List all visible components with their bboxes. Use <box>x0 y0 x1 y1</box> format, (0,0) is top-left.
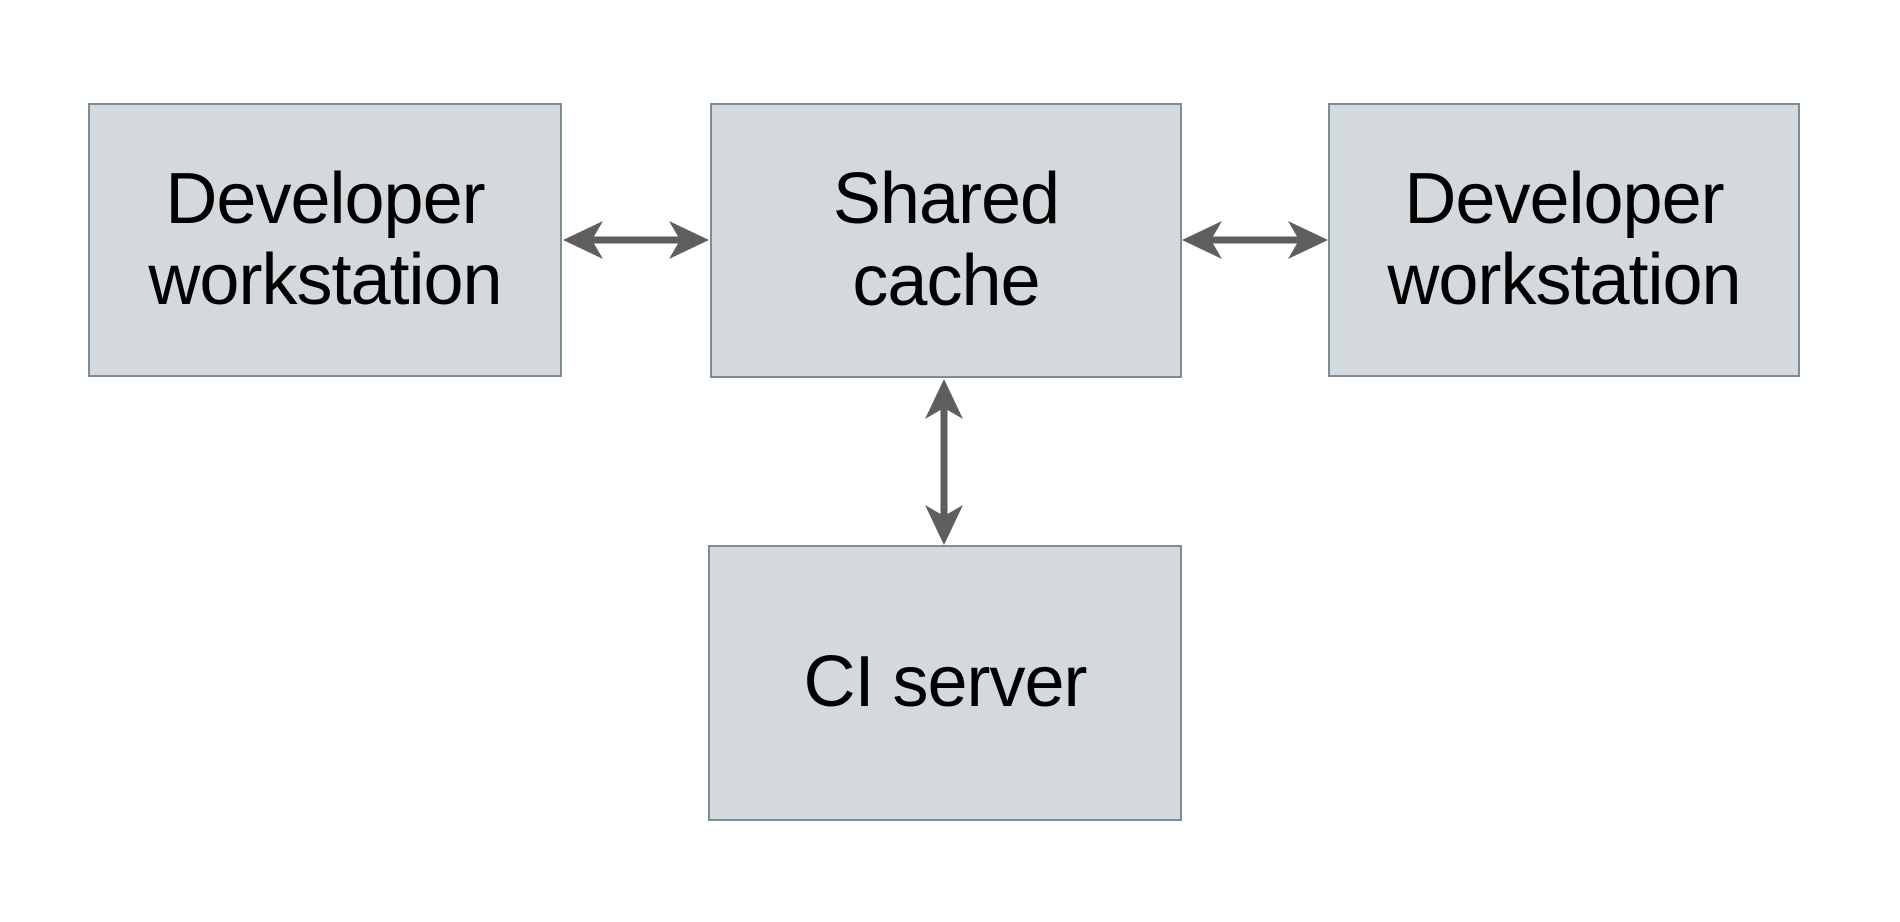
node-label-line: Developer <box>1404 158 1724 239</box>
node-ci-server: CI server <box>708 545 1182 821</box>
node-label-line: Developer <box>165 158 485 239</box>
arrowhead-right <box>1288 221 1328 259</box>
bidirectional-arrow-cache-devright <box>1181 216 1329 264</box>
arrowhead-top <box>925 379 963 419</box>
double-arrow-vertical-icon <box>925 379 963 545</box>
bidirectional-arrow-cache-ciserver <box>920 378 968 546</box>
node-label-line: workstation <box>148 240 502 320</box>
node-label-line: workstation <box>1387 240 1741 320</box>
node-developer-workstation-left: Developer workstation <box>88 103 562 377</box>
double-arrow-horizontal-icon <box>563 221 709 259</box>
double-arrow-horizontal-icon <box>1182 221 1328 259</box>
arrowhead-right <box>669 221 709 259</box>
bidirectional-arrow-devleft-cache <box>562 216 710 264</box>
arrowhead-left <box>1182 221 1222 259</box>
node-label-line: CI server <box>803 642 1087 723</box>
arrowhead-left <box>563 221 603 259</box>
node-shared-cache: Shared cache <box>710 103 1182 378</box>
arrowhead-bottom <box>925 505 963 545</box>
node-label-line: Shared <box>832 159 1060 240</box>
node-developer-workstation-right: Developer workstation <box>1328 103 1800 377</box>
node-label-line: cache <box>852 240 1040 321</box>
